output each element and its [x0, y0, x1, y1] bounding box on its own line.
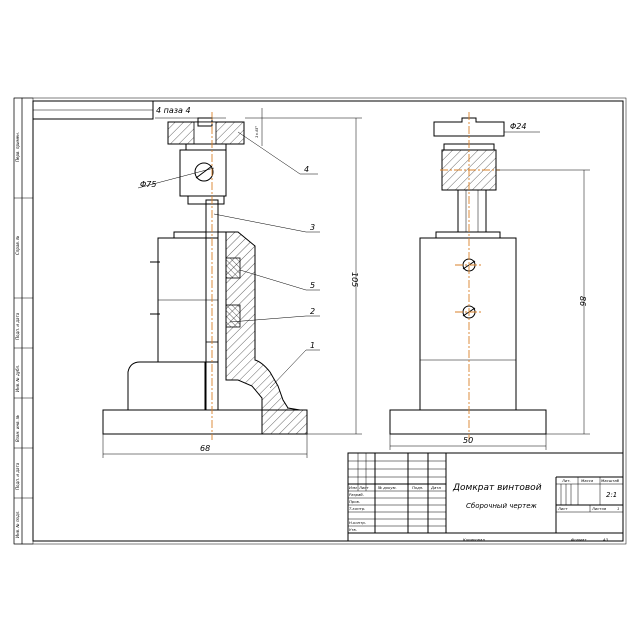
- prov-label: Пров.: [349, 499, 360, 504]
- dim-total-height: 105: [350, 272, 359, 287]
- row-doc: № докум.: [377, 485, 397, 490]
- utv-label: Утв.: [349, 527, 357, 532]
- side-base: [389, 409, 547, 435]
- dim-cap-diameter: Φ24: [510, 122, 526, 131]
- position-3: 3: [310, 223, 315, 232]
- side-body: [419, 237, 517, 411]
- position-5: 5: [310, 281, 315, 290]
- title-block: Изм Лист № докум. Подп. Дата Разраб. Про…: [347, 452, 624, 542]
- col-mass: Масса: [581, 478, 594, 483]
- dim-groove: 4 паза 4: [156, 106, 191, 115]
- sheet-outer-border: [13, 97, 627, 545]
- side-view: [389, 112, 547, 440]
- nut: [225, 257, 241, 279]
- side-stamp-label: Взам. инв. №: [15, 415, 20, 442]
- side-stamp-label: Перв. примен.: [15, 132, 20, 162]
- col-scale: Масштаб: [601, 478, 620, 483]
- nkontr-label: Н.контр.: [349, 520, 366, 525]
- row-sign: Подп.: [412, 485, 424, 490]
- scale-value: 2:1: [606, 491, 617, 499]
- front-dimensions: 68 105 Φ75 4 паза 4 1×45° 4 3 5 2 1: [102, 106, 362, 458]
- dim-base-width: 68: [200, 444, 210, 453]
- dim-side-base: 50: [463, 436, 473, 445]
- position-1: 1: [310, 341, 315, 350]
- side-stamp-label: Инв. № дубл.: [15, 365, 20, 392]
- sheets-label: Листов: [591, 506, 607, 511]
- position-2: 2: [310, 307, 315, 316]
- side-stamp-label: Инв. № подл.: [15, 510, 20, 538]
- sheets-value: 1: [617, 506, 619, 511]
- side-stamp-label: Подп. и дата: [15, 462, 20, 490]
- bushing: [225, 304, 241, 328]
- drawing-name: Домкрат винтовой: [452, 483, 542, 493]
- row-list: Лист: [358, 485, 369, 490]
- col-lit: Лит.: [561, 478, 571, 483]
- row-date: Дата: [430, 485, 442, 490]
- dim-head-diameter: Φ75: [140, 180, 156, 189]
- dim-side-height: 86: [578, 296, 587, 306]
- top-left-stamp: [32, 100, 154, 120]
- sheet-label: Лист: [557, 506, 568, 511]
- razrab-label: Разраб.: [349, 492, 364, 497]
- tkontr-label: Т.контр.: [349, 506, 365, 511]
- sheet-inner-frame: [32, 100, 624, 542]
- copied-label: Копировал: [463, 537, 485, 542]
- format-value: А3: [602, 537, 609, 542]
- side-cap: [433, 117, 505, 137]
- document-type: Сборочный чертеж: [466, 502, 537, 510]
- side-stamp: Перв. примен. Справ. № Подп. и дата Инв.…: [13, 97, 34, 545]
- body-section: [218, 231, 308, 435]
- side-dimensions: 50 86 Φ24: [389, 122, 590, 450]
- body-outline: [127, 361, 206, 410]
- head-pin: [194, 162, 214, 182]
- row-izm: Изм: [349, 485, 357, 490]
- front-view: [102, 112, 308, 440]
- side-screw: [457, 189, 487, 233]
- side-stamp-label: Подп. и дата: [15, 312, 20, 340]
- dim-chamfer: 1×45°: [254, 126, 259, 138]
- format-label: Формат: [571, 537, 587, 542]
- position-4: 4: [304, 165, 309, 174]
- side-stamp-label: Справ. №: [15, 236, 20, 255]
